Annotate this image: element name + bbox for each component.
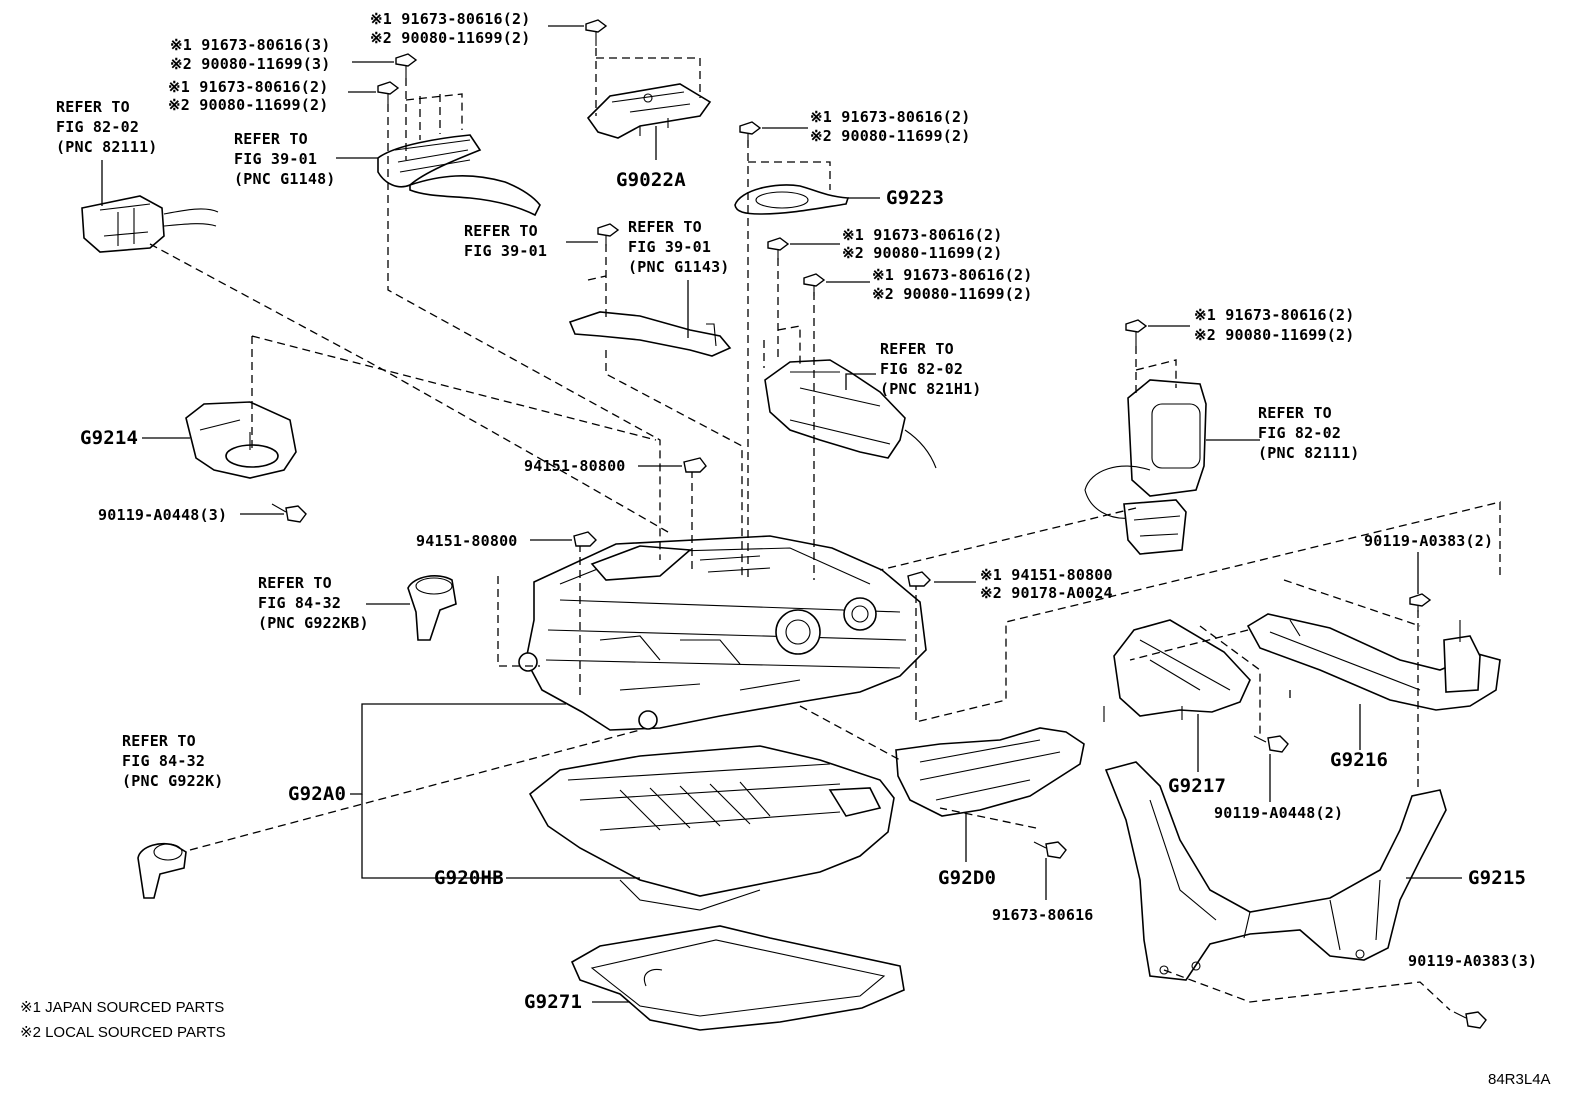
callout-bolt-91673-80616: 91673-80616 bbox=[992, 906, 1094, 924]
callout-bolt-mid-a-1: ※1 91673-80616(2) bbox=[842, 226, 1002, 244]
bolt-icon bbox=[597, 223, 620, 246]
callout-refer-82-02-left-2: FIG 82-02 bbox=[56, 118, 139, 136]
callout-bolt-top-left-a-2: ※2 90080-11699(3) bbox=[170, 55, 330, 73]
label-g9271: G9271 bbox=[524, 991, 582, 1013]
label-g920hb: G920HB bbox=[434, 867, 504, 889]
label-g9217: G9217 bbox=[1168, 775, 1226, 797]
label-g92a0: G92A0 bbox=[288, 783, 346, 805]
nut-icon bbox=[683, 457, 707, 473]
callout-nut-94151-b: 94151-80800 bbox=[416, 532, 518, 550]
callout-refer-84-32-g922k-2: FIG 84-32 bbox=[122, 752, 205, 770]
callout-refer-82-02-left-1: REFER TO bbox=[56, 98, 130, 116]
label-g92d0: G92D0 bbox=[938, 867, 996, 889]
cover-g9022a bbox=[586, 83, 712, 139]
bolt-icon bbox=[1253, 735, 1289, 753]
bolt-icon bbox=[767, 237, 790, 260]
label-g9214: G9214 bbox=[80, 427, 138, 449]
note-japan-sourced: ※1 JAPAN SOURCED PARTS bbox=[20, 999, 224, 1016]
callout-nut-94151-a: 94151-80800 bbox=[524, 457, 626, 475]
pipe-g922k bbox=[137, 842, 187, 899]
nut-icon bbox=[907, 571, 931, 587]
cover-g92d0 bbox=[895, 727, 1085, 817]
bolt-icon bbox=[739, 121, 762, 146]
bolt-icon bbox=[585, 19, 608, 46]
bolt-icon bbox=[1453, 1011, 1487, 1029]
callout-nut-right-split-2: ※2 90178-A0024 bbox=[980, 584, 1113, 602]
label-g9216: G9216 bbox=[1330, 749, 1388, 771]
bolt-icon bbox=[1033, 841, 1067, 859]
callout-bolt-right-sensor-1: ※1 91673-80616(2) bbox=[1194, 306, 1354, 324]
callout-refer-82-02-821h1-2: FIG 82-02 bbox=[880, 360, 963, 378]
labels: ※1 91673-80616(2) ※2 90080-11699(2) ※1 9… bbox=[20, 10, 1551, 1088]
mount-g9214 bbox=[185, 401, 297, 479]
case-g920hb bbox=[528, 745, 895, 911]
alignment-lines bbox=[149, 48, 1501, 1011]
pipe-g922kb bbox=[407, 575, 457, 641]
callout-bolt-top-center-2: ※2 90080-11699(2) bbox=[370, 29, 530, 47]
callout-refer-39-01-plain-2: FIG 39-01 bbox=[464, 242, 547, 260]
member-g9215 bbox=[1104, 761, 1447, 981]
bolt-icon bbox=[1125, 319, 1148, 346]
callout-bolt-mid-a-2: ※2 90080-11699(2) bbox=[842, 244, 1002, 262]
callout-bolt-90119-a0383-2: 90119-A0383(2) bbox=[1364, 532, 1493, 550]
callout-bolt-90119-a0448-3: 90119-A0448(3) bbox=[98, 506, 227, 524]
callout-refer-84-32-g922kb-2: FIG 84-32 bbox=[258, 594, 341, 612]
callout-bolt-g9223-1: ※1 91673-80616(2) bbox=[810, 108, 970, 126]
harness-g1148 bbox=[377, 134, 541, 217]
callout-bolt-mid-b-1: ※1 91673-80616(2) bbox=[872, 266, 1032, 284]
bolt-icon bbox=[377, 81, 400, 104]
gasket-g9223 bbox=[734, 184, 850, 215]
callout-refer-39-01-g1148-2: FIG 39-01 bbox=[234, 150, 317, 168]
label-g9223: G9223 bbox=[886, 187, 944, 209]
callout-bolt-top-left-a-1: ※1 91673-80616(3) bbox=[170, 36, 330, 54]
sensor-82111-right bbox=[1084, 379, 1207, 555]
bracket-g9216 bbox=[1246, 613, 1501, 711]
callout-refer-39-01-g1148-1: REFER TO bbox=[234, 130, 308, 148]
callout-bolt-top-left-b-2: ※2 90080-11699(2) bbox=[168, 96, 328, 114]
diagram-code: 84R3L4A bbox=[1488, 1071, 1551, 1088]
callout-refer-84-32-g922k-3: (PNC G922K) bbox=[122, 772, 224, 790]
nut-icon bbox=[573, 531, 597, 547]
bolt-icon bbox=[271, 503, 307, 523]
bolt-icon bbox=[1409, 593, 1432, 612]
callout-refer-84-32-g922k-1: REFER TO bbox=[122, 732, 196, 750]
label-g9022a: G9022A bbox=[616, 169, 686, 191]
bolt-icon bbox=[395, 53, 418, 78]
callout-refer-84-32-g922kb-3: (PNC G922KB) bbox=[258, 614, 369, 632]
bracket-g1143 bbox=[568, 311, 732, 357]
callout-refer-39-01-g1148-3: (PNC G1148) bbox=[234, 170, 336, 188]
callout-bolt-top-center-1: ※1 91673-80616(2) bbox=[370, 10, 530, 28]
label-g9215: G9215 bbox=[1468, 867, 1526, 889]
callout-refer-84-32-g922kb-1: REFER TO bbox=[258, 574, 332, 592]
callout-refer-39-01-g1143-3: (PNC G1143) bbox=[628, 258, 730, 276]
callout-refer-82-02-821h1-1: REFER TO bbox=[880, 340, 954, 358]
bracket-g9217 bbox=[1103, 619, 1251, 722]
cover-821h1 bbox=[764, 359, 937, 469]
callout-bolt-g9223-2: ※2 90080-11699(2) bbox=[810, 127, 970, 145]
fasteners bbox=[271, 19, 1487, 1029]
callout-refer-82-02-right-1: REFER TO bbox=[1258, 404, 1332, 422]
callout-refer-82-02-right-3: (PNC 82111) bbox=[1258, 444, 1360, 462]
callout-refer-82-02-821h1-3: (PNC 821H1) bbox=[880, 380, 982, 398]
note-local-sourced: ※2 LOCAL SOURCED PARTS bbox=[20, 1024, 226, 1041]
callout-bolt-90119-a0383-3: 90119-A0383(3) bbox=[1408, 952, 1537, 970]
bolt-icon bbox=[803, 273, 826, 296]
leader-lines bbox=[101, 25, 1462, 1003]
callout-refer-82-02-right-2: FIG 82-02 bbox=[1258, 424, 1341, 442]
callout-bolt-90119-a0448-2: 90119-A0448(2) bbox=[1214, 804, 1343, 822]
callout-refer-82-02-left-3: (PNC 82111) bbox=[56, 138, 158, 156]
callout-bolt-mid-b-2: ※2 90080-11699(2) bbox=[872, 285, 1032, 303]
gasket-g9271 bbox=[570, 925, 905, 1031]
callout-refer-39-01-g1143-2: FIG 39-01 bbox=[628, 238, 711, 256]
callout-bolt-right-sensor-2: ※2 90080-11699(2) bbox=[1194, 326, 1354, 344]
callout-refer-39-01-plain-1: REFER TO bbox=[464, 222, 538, 240]
callout-bolt-top-left-b-1: ※1 91673-80616(2) bbox=[168, 78, 328, 96]
inverter-g92a0 bbox=[518, 535, 927, 731]
callout-refer-39-01-g1143-1: REFER TO bbox=[628, 218, 702, 236]
connector-82111-left bbox=[81, 195, 219, 253]
callout-nut-right-split-1: ※1 94151-80800 bbox=[980, 566, 1113, 584]
